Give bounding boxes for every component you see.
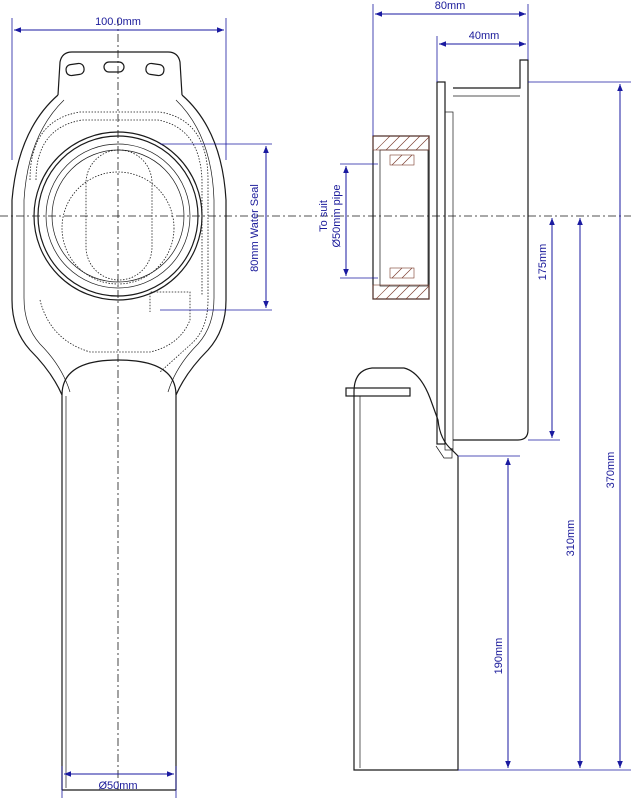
side-view xyxy=(345,59,529,771)
mounting-slot-left xyxy=(65,62,85,77)
flange-depth-label: 40mm xyxy=(469,30,500,42)
height-310-dimension: 310mm xyxy=(458,218,631,771)
inlet-note-line1: To suit xyxy=(318,200,330,232)
height-370-dimension: 370mm xyxy=(528,81,631,768)
height-190-label: 190mm xyxy=(493,638,505,675)
wall-flange-plate xyxy=(436,81,446,445)
water-seal-label: 80mm Water Seal xyxy=(249,184,261,272)
height-370-label: 370mm xyxy=(605,452,617,489)
hidden-chamber-circle xyxy=(61,171,175,285)
hidden-internal-profile-2 xyxy=(35,119,203,296)
front-width-label: 100.0mm xyxy=(95,16,141,28)
hidden-dip-tube xyxy=(85,149,153,281)
spigot-hatch-top xyxy=(372,135,430,166)
rear-housing xyxy=(453,59,529,441)
hidden-internal-profile xyxy=(29,111,209,373)
height-175-dimension: 175mm xyxy=(528,218,560,441)
side-depth-dimension: 80mm xyxy=(372,0,529,136)
spigot-hatch-bottom xyxy=(372,267,430,300)
mounting-slot-right xyxy=(145,62,165,77)
wall-flange-lip xyxy=(444,111,454,451)
trap-body-outline xyxy=(11,94,227,790)
flange-depth-dimension: 40mm xyxy=(436,30,526,82)
mounting-slot-middle xyxy=(103,61,125,73)
outlet-body xyxy=(353,367,459,771)
front-width-dimension: 100.0mm xyxy=(11,16,227,160)
outlet-diameter-label: Ø50mm xyxy=(98,780,137,792)
mounting-tab xyxy=(57,51,183,96)
inlet-note-line2: Ø50mm pipe xyxy=(331,185,343,248)
outlet-tube-top xyxy=(61,359,177,396)
inlet-pipe-dimension: To suit Ø50mm pipe xyxy=(318,163,378,279)
outlet-diameter-dimension: Ø50mm xyxy=(61,766,177,798)
height-310-label: 310mm xyxy=(565,520,577,557)
inlet-spigot xyxy=(372,135,430,300)
inlet-ring-3 xyxy=(45,143,191,289)
height-190-dimension: 190mm xyxy=(458,455,520,768)
water-seal-dimension: 80mm Water Seal xyxy=(160,143,272,311)
outlet-top-cap xyxy=(345,387,411,397)
inlet-ring-2 xyxy=(37,135,199,297)
front-view xyxy=(11,51,227,791)
side-depth-label: 80mm xyxy=(435,0,466,12)
trap-body-inner xyxy=(23,99,215,393)
height-175-label: 175mm xyxy=(537,244,549,281)
